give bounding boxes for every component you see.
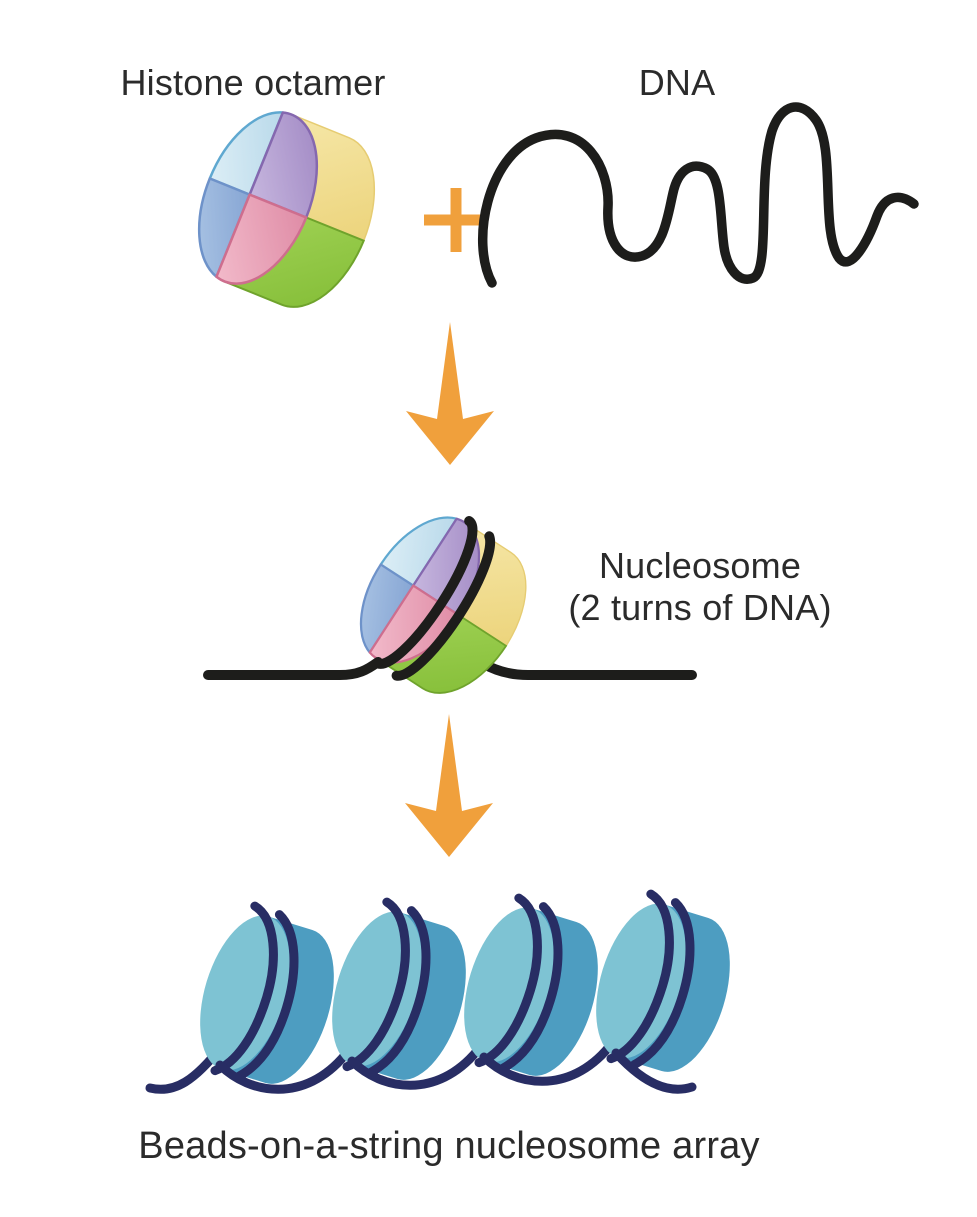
nucleosome-label-line2: (2 turns of DNA) (568, 587, 831, 628)
plus-icon (424, 188, 488, 252)
nucleosome-array-illustration (145, 887, 748, 1097)
array-label: Beads-on-a-string nucleosome array (138, 1125, 759, 1167)
nucleosome-disc (335, 495, 552, 715)
nucleosome-label-line1: Nucleosome (599, 545, 801, 586)
nucleosome-dna-left-line (203, 657, 383, 680)
down-arrow-icon (406, 322, 494, 465)
nucleosome-dna-wrap-1 (371, 516, 478, 669)
histone-octamer-label: Histone octamer (120, 62, 385, 103)
string-link-1 (215, 1050, 350, 1094)
string-link-3 (479, 1042, 614, 1086)
nucleosome-illustration (203, 495, 697, 715)
histone-octamer-illustration (174, 93, 399, 326)
string-tail-right (611, 1048, 697, 1094)
down-arrow-icon (405, 714, 493, 857)
nucleosome-dna-wrap-2 (391, 531, 496, 681)
string-link-2 (347, 1046, 482, 1090)
dna-label: DNA (639, 62, 716, 103)
dna-strand-illustration (477, 102, 919, 288)
